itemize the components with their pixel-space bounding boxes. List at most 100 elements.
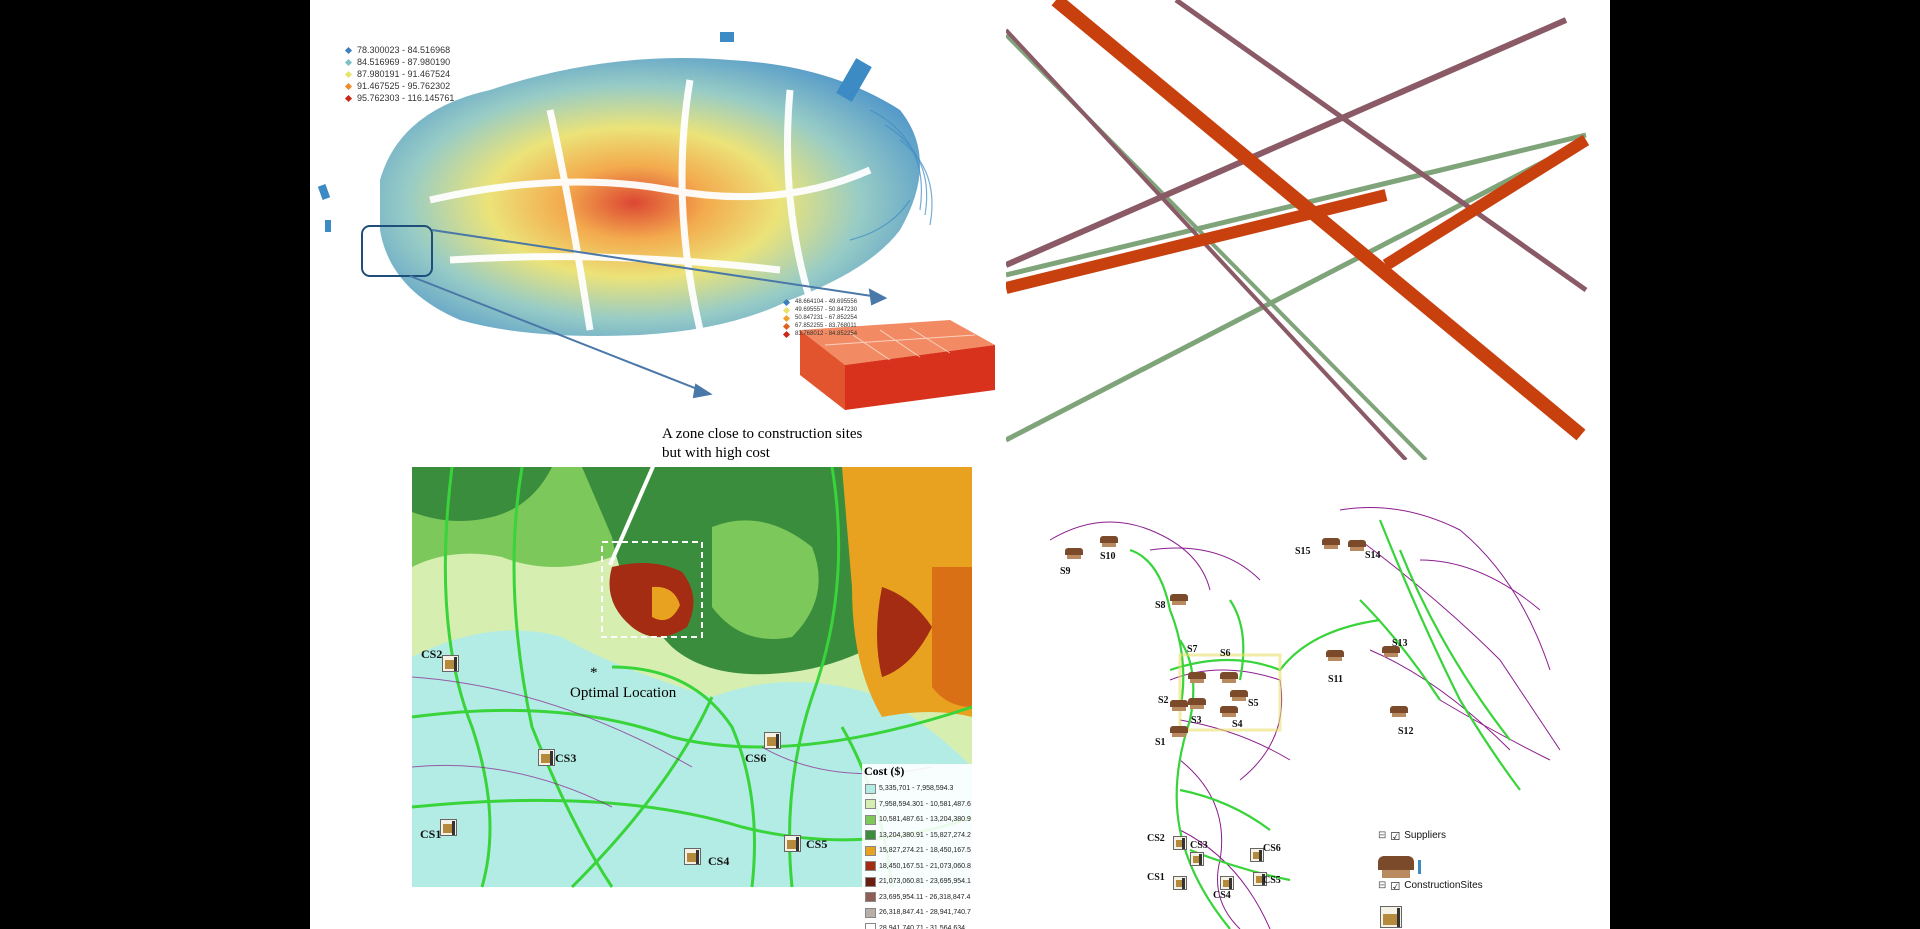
cost-legend-label: 26,318,847.41 - 28,941,740.7 — [879, 909, 971, 917]
inset-legend: 48.664104 - 49.695556 49.695557 - 50.8472… — [782, 298, 858, 338]
cost-legend-label: 15,827,274.21 - 18,450,167.5 — [879, 847, 971, 855]
cost-legend-row: 18,450,167.51 - 21,073,060.8 — [862, 859, 980, 875]
supplier-label-s1: S1 — [1155, 737, 1166, 748]
legend-label: 78.300023 - 84.516968 — [357, 45, 451, 55]
cost-legend-row: 23,695,954.11 - 26,318,847.4 — [862, 890, 980, 906]
construction-site-icon — [1253, 872, 1267, 886]
cost-legend-row: 15,827,274.21 - 18,450,167.5 — [862, 843, 980, 859]
br-site-label-cs3: CS3 — [1190, 840, 1208, 851]
legend-row: 95.762303 - 116.145761 — [344, 92, 454, 104]
supplier-icon — [1100, 536, 1118, 547]
layer-row: ⊟☑Suppliers — [1378, 830, 1598, 856]
layer-name: ConstructionSites — [1404, 880, 1483, 891]
terrain-outliers — [317, 32, 872, 232]
supplier-icon — [1188, 698, 1206, 709]
supplier-icon — [1170, 594, 1188, 605]
cost-legend-swatch — [865, 923, 876, 929]
downtown-cluster — [1178, 653, 1282, 732]
supplier-label-s13: S13 — [1392, 638, 1408, 649]
supplier-label-s11: S11 — [1328, 674, 1344, 685]
legend-dot-icon — [782, 306, 791, 314]
figure-canvas: 78.300023 - 84.516968 84.516969 - 87.9801… — [310, 0, 1610, 929]
br-site-label-cs5: CS5 — [1263, 875, 1281, 886]
cost-legend-label: 28,941,740.71 - 31,564,634 — [879, 924, 966, 929]
optimal-marker: * — [590, 665, 598, 681]
cost-legend-row: 7,958,594.301 - 10,581,487.6 — [862, 797, 980, 813]
pipe-orange-2 — [1051, 0, 1586, 441]
legend-label: 87.980191 - 91.467524 — [357, 69, 451, 79]
cost-legend-row: 5,335,701 - 7,958,594.3 — [862, 781, 980, 797]
supplier-icon — [1188, 672, 1206, 683]
legend-dot-icon — [782, 314, 791, 322]
supplier-label-s8: S8 — [1155, 600, 1166, 611]
construction-site-icon — [764, 732, 781, 749]
br-site-label-cs2: CS2 — [1147, 833, 1165, 844]
legend-dot-icon — [344, 70, 353, 78]
layer-list: ⊟☑Suppliers⊟☑ConstructionSites — [1378, 830, 1598, 929]
layer-collapse-icon[interactable]: ⊟ — [1378, 880, 1387, 891]
layer-checkbox[interactable]: ☑ — [1390, 830, 1401, 843]
supplier-icon — [1230, 690, 1248, 701]
legend-label: 50.847231 - 67.852254 — [795, 315, 858, 321]
legend-row: 87.980191 - 91.467524 — [344, 68, 454, 80]
cost-zone-north-light — [712, 520, 819, 639]
cost-legend-label: 21,073,060.81 - 23,695,954.1 — [879, 878, 971, 886]
supplier-label-s3: S3 — [1191, 715, 1202, 726]
cost-legend-title: Cost ($) — [864, 764, 905, 778]
legend-label: 83.768012 - 84.852254 — [795, 331, 858, 337]
cost-legend-label: 5,335,701 - 7,958,594.3 — [879, 785, 954, 793]
construction-site-icon — [1190, 852, 1204, 866]
legend-row: 49.695557 - 50.847230 — [782, 306, 858, 314]
site-label-cs6: CS6 — [745, 751, 767, 765]
supplier-icon — [1065, 548, 1083, 559]
legend-dot-icon — [344, 82, 353, 90]
layer-checkbox[interactable]: ☑ — [1390, 880, 1401, 893]
site-label-cs3: CS3 — [555, 751, 577, 765]
legend-label: 91.467525 - 95.762302 — [357, 81, 451, 91]
legend-dot-icon — [782, 322, 791, 330]
layer-symbol — [1378, 856, 1598, 880]
cost-legend-swatch — [865, 861, 876, 872]
supplier-icon — [1390, 706, 1408, 717]
pipes-panel — [1006, 0, 1610, 460]
cost-legend-swatch — [865, 814, 876, 825]
cost-legend-label: 18,450,167.51 - 21,073,060.8 — [879, 862, 971, 870]
construction-site-icon — [442, 655, 459, 672]
inset-block — [800, 320, 995, 410]
legend-dot-icon — [344, 94, 353, 102]
cost-legend-swatch — [865, 907, 876, 918]
legend-row: 83.768012 - 84.852254 — [782, 330, 858, 338]
construction-site-icon — [1250, 848, 1264, 862]
legend-row: 78.300023 - 84.516968 — [344, 44, 454, 56]
cost-legend-row: 13,204,380.91 - 15,827,274.2 — [862, 828, 980, 844]
layer-collapse-icon[interactable]: ⊟ — [1378, 830, 1387, 841]
site-label-cs2: CS2 — [421, 647, 443, 661]
legend-dot-icon — [782, 330, 791, 338]
pipe-set — [1006, 0, 1590, 460]
pipe-orange-1 — [1006, 189, 1388, 294]
layer-row: ⊟☑ConstructionSites — [1378, 880, 1598, 906]
cost-zone-high-inner — [652, 586, 680, 621]
pipe-orange-3 — [1382, 134, 1590, 271]
construction-site-icon — [1173, 836, 1187, 850]
legend-label: 84.516969 - 87.980190 — [357, 57, 451, 67]
pipe-green-3 — [1006, 137, 1588, 443]
legend-label: 49.695557 - 50.847230 — [795, 307, 858, 313]
supplier-label-s4: S4 — [1232, 719, 1243, 730]
br-site-label-cs4: CS4 — [1213, 890, 1231, 901]
legend-label: 48.664104 - 49.695556 — [795, 299, 858, 305]
supplier-icon — [1382, 646, 1400, 657]
construction-site-icon — [1173, 876, 1187, 890]
construction-site-icon — [784, 835, 801, 852]
supplier-label-s15: S15 — [1295, 546, 1311, 557]
cost-legend: Cost ($) 5,335,701 - 7,958,594.3 7,958,59… — [862, 764, 980, 929]
pipe-mauve-1 — [1006, 17, 1568, 268]
high-cost-annotation: A zone close to construction sites but w… — [662, 426, 863, 461]
legend-label: 67.852255 - 83.768011 — [795, 323, 857, 329]
supplier-icon — [1326, 650, 1344, 661]
supplier-icon — [1378, 856, 1414, 878]
cost-legend-label: 23,695,954.11 - 26,318,847.4 — [879, 893, 971, 901]
legend-dot-icon — [782, 298, 791, 306]
optimal-location-label: Optimal Location — [570, 685, 677, 701]
construction-site-icon — [1380, 906, 1402, 928]
